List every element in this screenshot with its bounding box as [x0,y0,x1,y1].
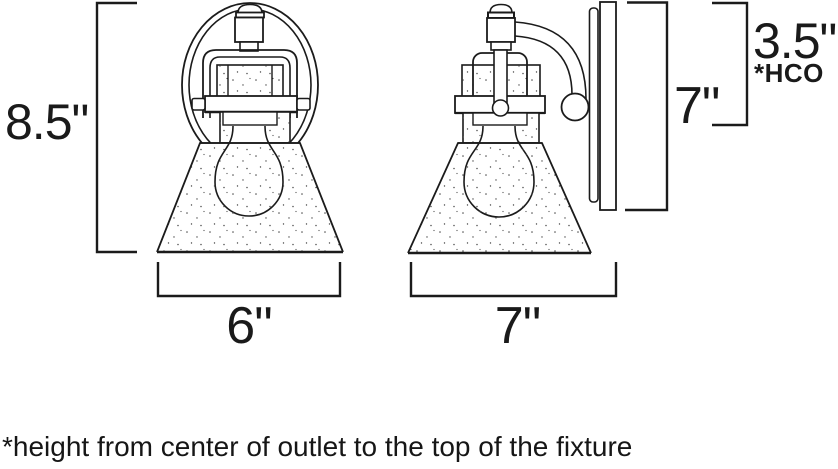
front-shade-seeds [157,143,343,252]
side-ball-joint [560,92,590,122]
side-projection-label: 7" [494,297,541,355]
front-view-drawing [156,2,344,254]
side-backplate [588,1,617,211]
side-view-drawing [407,1,617,255]
side-arm [514,21,590,122]
front-knob-right [296,97,311,111]
hco-value-label: 3.5" [753,13,837,69]
bracket-front-width [156,262,342,298]
front-shade-outline [156,142,344,254]
side-shade-outline [407,142,592,255]
front-crossband [191,95,311,114]
bracket-side-height [625,1,669,212]
front-yoke [202,49,298,118]
front-width-label: 6" [226,297,272,355]
bracket-side-projection [409,262,618,298]
side-height-label: 7" [674,77,720,135]
bracket-hco [712,1,749,127]
front-height-label: 8.5" [5,94,89,150]
side-finial-stem [486,3,516,51]
side-shade-seeds [408,143,591,253]
bracket-front-height [95,1,137,254]
hco-abbrev-label: *HCO [754,58,824,88]
side-pivot [491,99,510,117]
front-finial-stem [234,3,265,52]
front-knob-left [191,97,206,111]
hco-footnote: *height from center of outlet to the top… [2,431,633,462]
dimension-brackets [95,1,749,298]
